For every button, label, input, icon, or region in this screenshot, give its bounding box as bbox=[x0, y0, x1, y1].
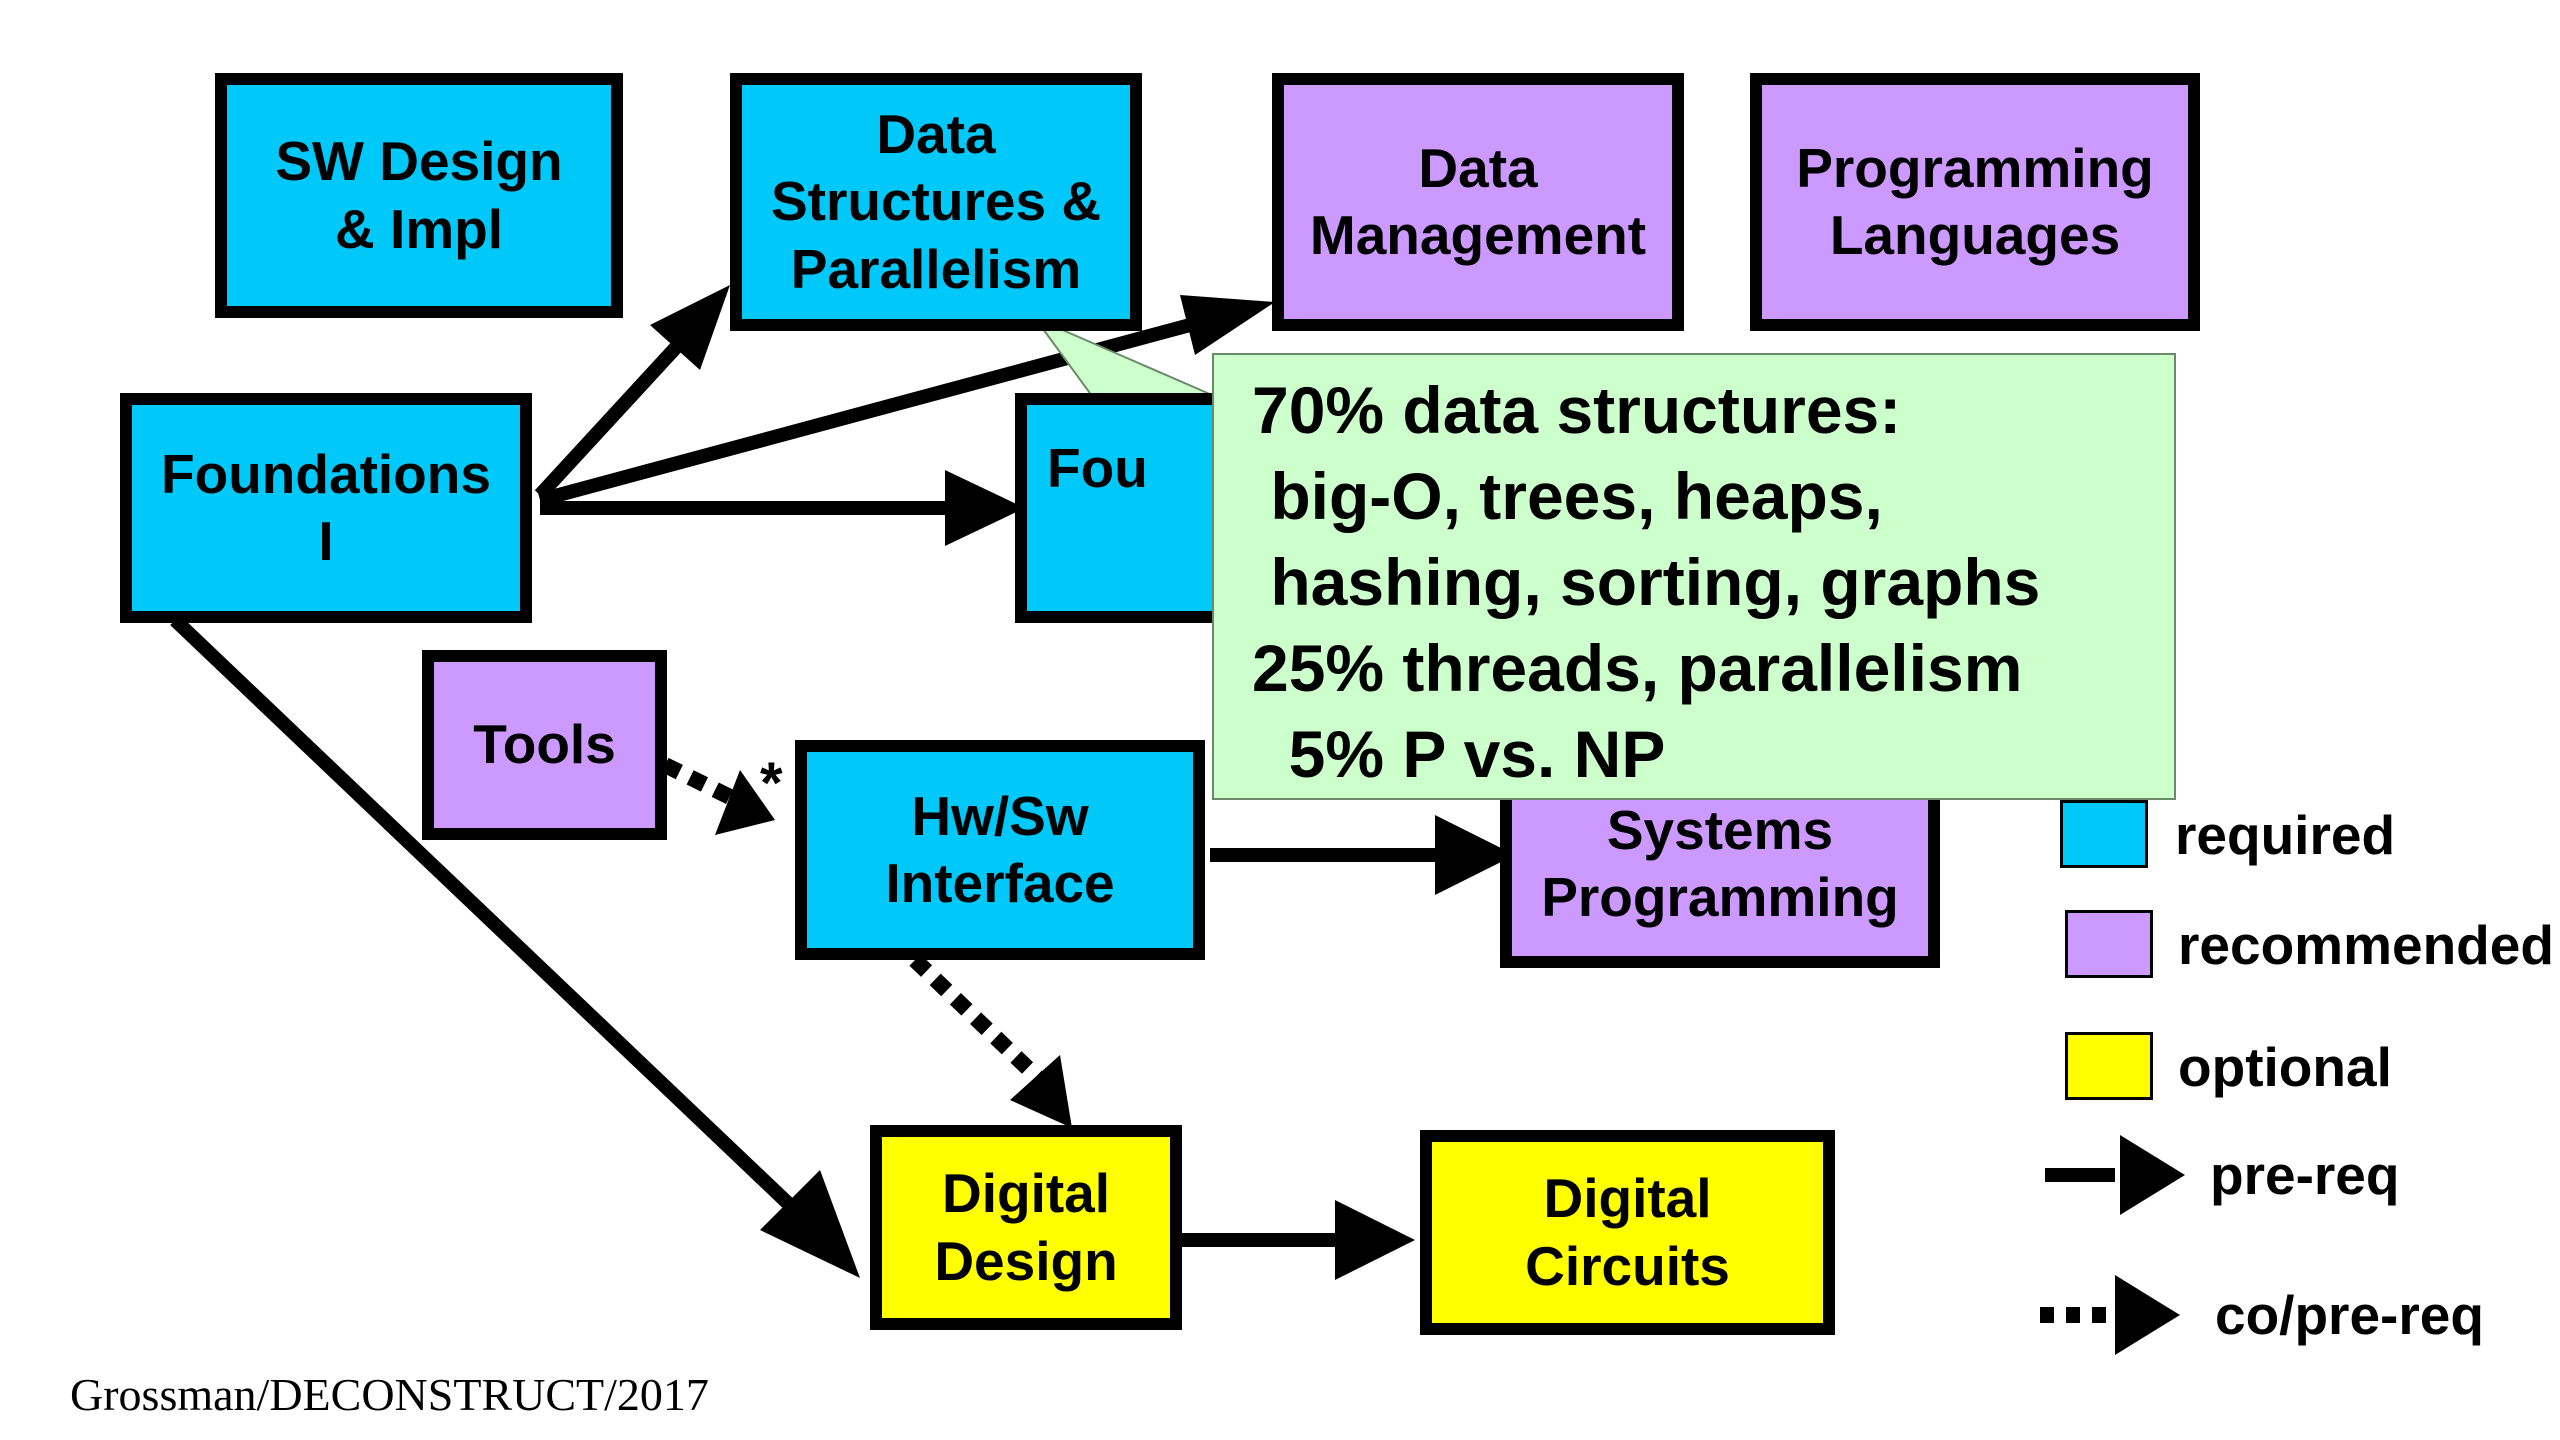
node-data-management: Data Management bbox=[1272, 73, 1684, 331]
edge-foundations-1-to-data-structures bbox=[534, 338, 686, 500]
arrowhead bbox=[715, 770, 775, 835]
arrowhead bbox=[1180, 295, 1275, 355]
legend-optional-swatch bbox=[2065, 1032, 2153, 1100]
legend-recommended-label: recommended bbox=[2178, 914, 2554, 976]
node-digital-circuits: Digital Circuits bbox=[1420, 1130, 1835, 1335]
node-programming-languages: Programming Languages bbox=[1750, 73, 2200, 331]
node-foundations-1: Foundations I bbox=[120, 393, 532, 623]
edge-foundations-1-to-digital-design bbox=[170, 614, 800, 1216]
callout-line-3: hashing, sorting, graphs bbox=[1252, 545, 2041, 619]
callout-line-2: big-O, trees, heaps, bbox=[1252, 459, 1883, 533]
node-digital-design: Digital Design bbox=[870, 1125, 1182, 1330]
arrowhead bbox=[1435, 815, 1515, 895]
callout-line-5: 5% P vs. NP bbox=[1252, 717, 1666, 791]
legend-co-pre-req-arrowhead bbox=[2115, 1275, 2180, 1355]
credit-line: Grossman/DECONSTRUCT/2017 bbox=[70, 1369, 709, 1420]
arrowhead bbox=[1010, 1055, 1072, 1128]
node-hw-sw-interface: Hw/Sw Interface bbox=[795, 740, 1205, 960]
co-req-asterisk: * bbox=[760, 751, 783, 816]
legend-required-swatch bbox=[2060, 800, 2148, 868]
arrowhead bbox=[760, 1170, 860, 1278]
arrowhead bbox=[650, 285, 730, 370]
legend-co-pre-req-label: co/pre-req bbox=[2215, 1284, 2484, 1346]
edge-hw-sw-to-digital-design bbox=[909, 954, 1046, 1086]
node-sw-design: SW Design & Impl bbox=[215, 73, 623, 318]
legend-optional-label: optional bbox=[2178, 1036, 2392, 1098]
arrowhead bbox=[1335, 1200, 1415, 1280]
legend-pre-req-label: pre-req bbox=[2210, 1144, 2400, 1206]
legend-required-label: required bbox=[2175, 804, 2396, 866]
legend-recommended-swatch bbox=[2065, 910, 2153, 978]
edge-tools-to-hw-sw bbox=[661, 757, 734, 805]
node-data-structures: Data Structures & Parallelism bbox=[730, 73, 1142, 331]
legend-pre-req-arrowhead bbox=[2120, 1135, 2185, 1215]
callout-line-4: 25% threads, parallelism bbox=[1252, 631, 2023, 705]
callout-line-1: 70% data structures: bbox=[1252, 373, 1902, 447]
callout-box: 70% data structures: big-O, trees, heaps… bbox=[1212, 353, 2176, 800]
arrowhead bbox=[945, 470, 1025, 546]
node-tools: Tools bbox=[422, 650, 667, 840]
